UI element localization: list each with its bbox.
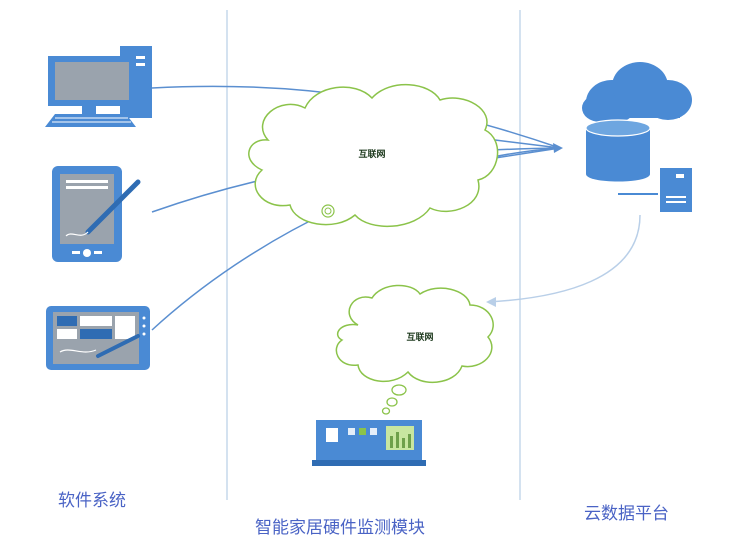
thought-bubble-small <box>381 407 391 415</box>
connection-cloud-to-hardware <box>487 214 641 303</box>
thought-bubble-medium <box>386 397 398 407</box>
desktop-computer-icon <box>45 46 152 127</box>
connection-internet-to-cloud <box>494 139 561 159</box>
hardware-monitor-device-icon <box>312 420 426 466</box>
column-label-hardware: 智能家居硬件监测模块 <box>255 518 425 538</box>
column-label-software: 软件系统 <box>58 491 126 511</box>
swirl-icon <box>321 204 335 218</box>
arrowhead-hardware-internet <box>486 297 496 307</box>
arrowhead-cloud-platform <box>553 143 563 153</box>
internet-cloud-small-label: 互联网 <box>406 331 433 343</box>
thought-bubble-large <box>391 384 407 396</box>
internet-cloud-small: 互联网 <box>335 284 494 415</box>
cloud-database-icon <box>582 62 692 212</box>
touch-panel-icon <box>46 306 150 370</box>
internet-cloud-main-label: 互联网 <box>358 148 385 160</box>
column-label-cloud: 云数据平台 <box>584 504 669 524</box>
internet-cloud-main: 互联网 <box>248 84 499 227</box>
tablet-stylus-icon <box>52 166 141 262</box>
